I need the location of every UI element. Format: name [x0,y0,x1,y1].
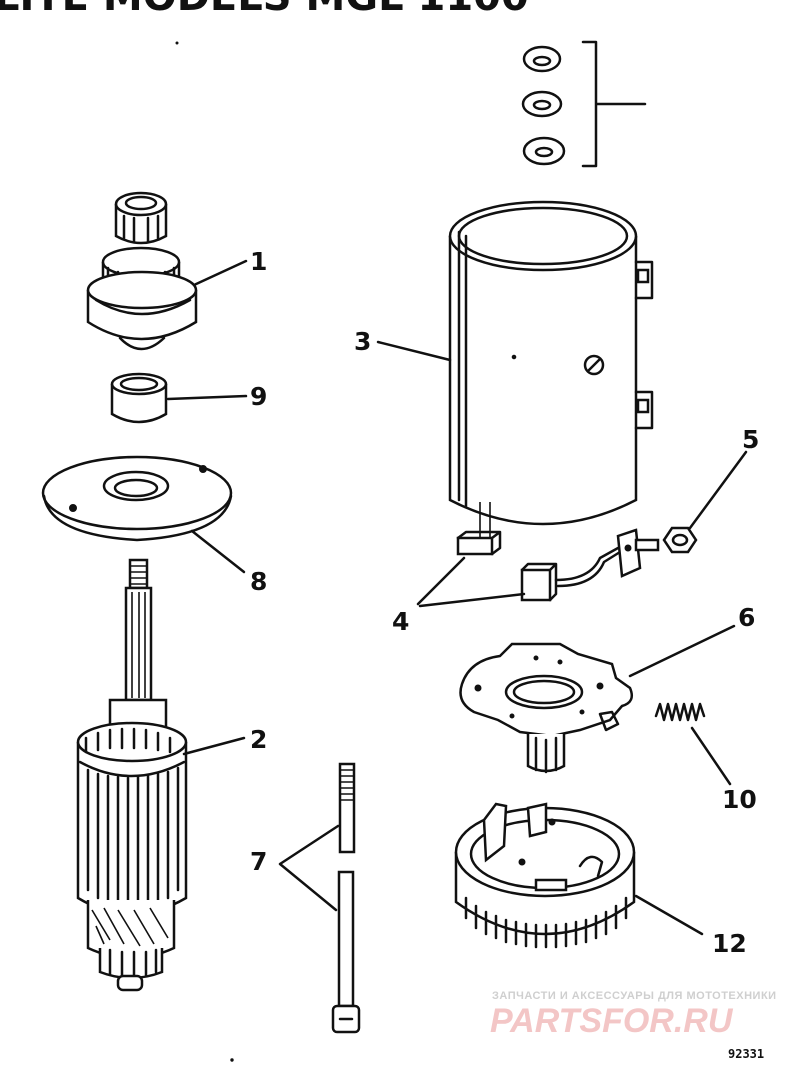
part-1-drive-pinion [86,191,198,351]
leader-9 [166,394,248,401]
callout-5: 5 [742,425,759,454]
callout-1: 1 [250,247,267,276]
terminal-stud [616,528,660,578]
callout-7: 7 [250,847,267,876]
part-2-armature [76,558,188,992]
leader-7 [278,824,340,912]
part-6-brush-plate [459,642,633,774]
leader-8 [190,529,246,574]
callout-12: 12 [712,929,747,958]
scan-speck [230,1058,234,1062]
callout-8: 8 [250,567,267,596]
part-8-end-plate [41,455,233,542]
brush-left [456,530,502,556]
leader-3 [376,340,452,362]
part-10-spring [654,702,706,722]
leader-10 [690,726,732,786]
part-3-housing [448,200,654,539]
watermark-tagline: ЗАПЧАСТИ И АКСЕССУАРЫ ДЛЯ МОТОТЕХНИКИ [492,990,777,1002]
watermark-brand: PARTSFOR.RU [490,1002,734,1040]
leader-6 [628,624,736,678]
figure-number: 92331 [728,1047,764,1061]
callout-2: 2 [250,725,267,754]
washer-top [522,45,562,73]
callout-3: 3 [354,327,371,356]
leader-4 [416,556,526,608]
callout-9: 9 [250,382,267,411]
callout-4: 4 [392,607,409,636]
washer-middle [521,90,563,118]
leader-1 [192,259,248,287]
washers-bracket [581,40,647,168]
bolt-lower [331,870,361,1034]
diagram-header: LITE MODELS MGL 1100 [0,0,529,20]
leader-2 [182,736,246,756]
leader-5 [688,450,748,530]
part-5-nut [662,526,698,554]
callout-6: 6 [738,603,755,632]
part-11-washers [521,40,647,168]
callout-10: 10 [722,785,757,814]
scan-speck [175,41,179,45]
part-9-bushing [110,372,168,424]
part-7-through-bolts [331,762,361,1034]
part-4-brushes [456,528,660,602]
brush-right [520,546,622,602]
bolt-upper [338,762,356,854]
washer-bottom [522,136,566,166]
part-12-end-cap [454,802,636,949]
leader-12 [634,894,704,936]
